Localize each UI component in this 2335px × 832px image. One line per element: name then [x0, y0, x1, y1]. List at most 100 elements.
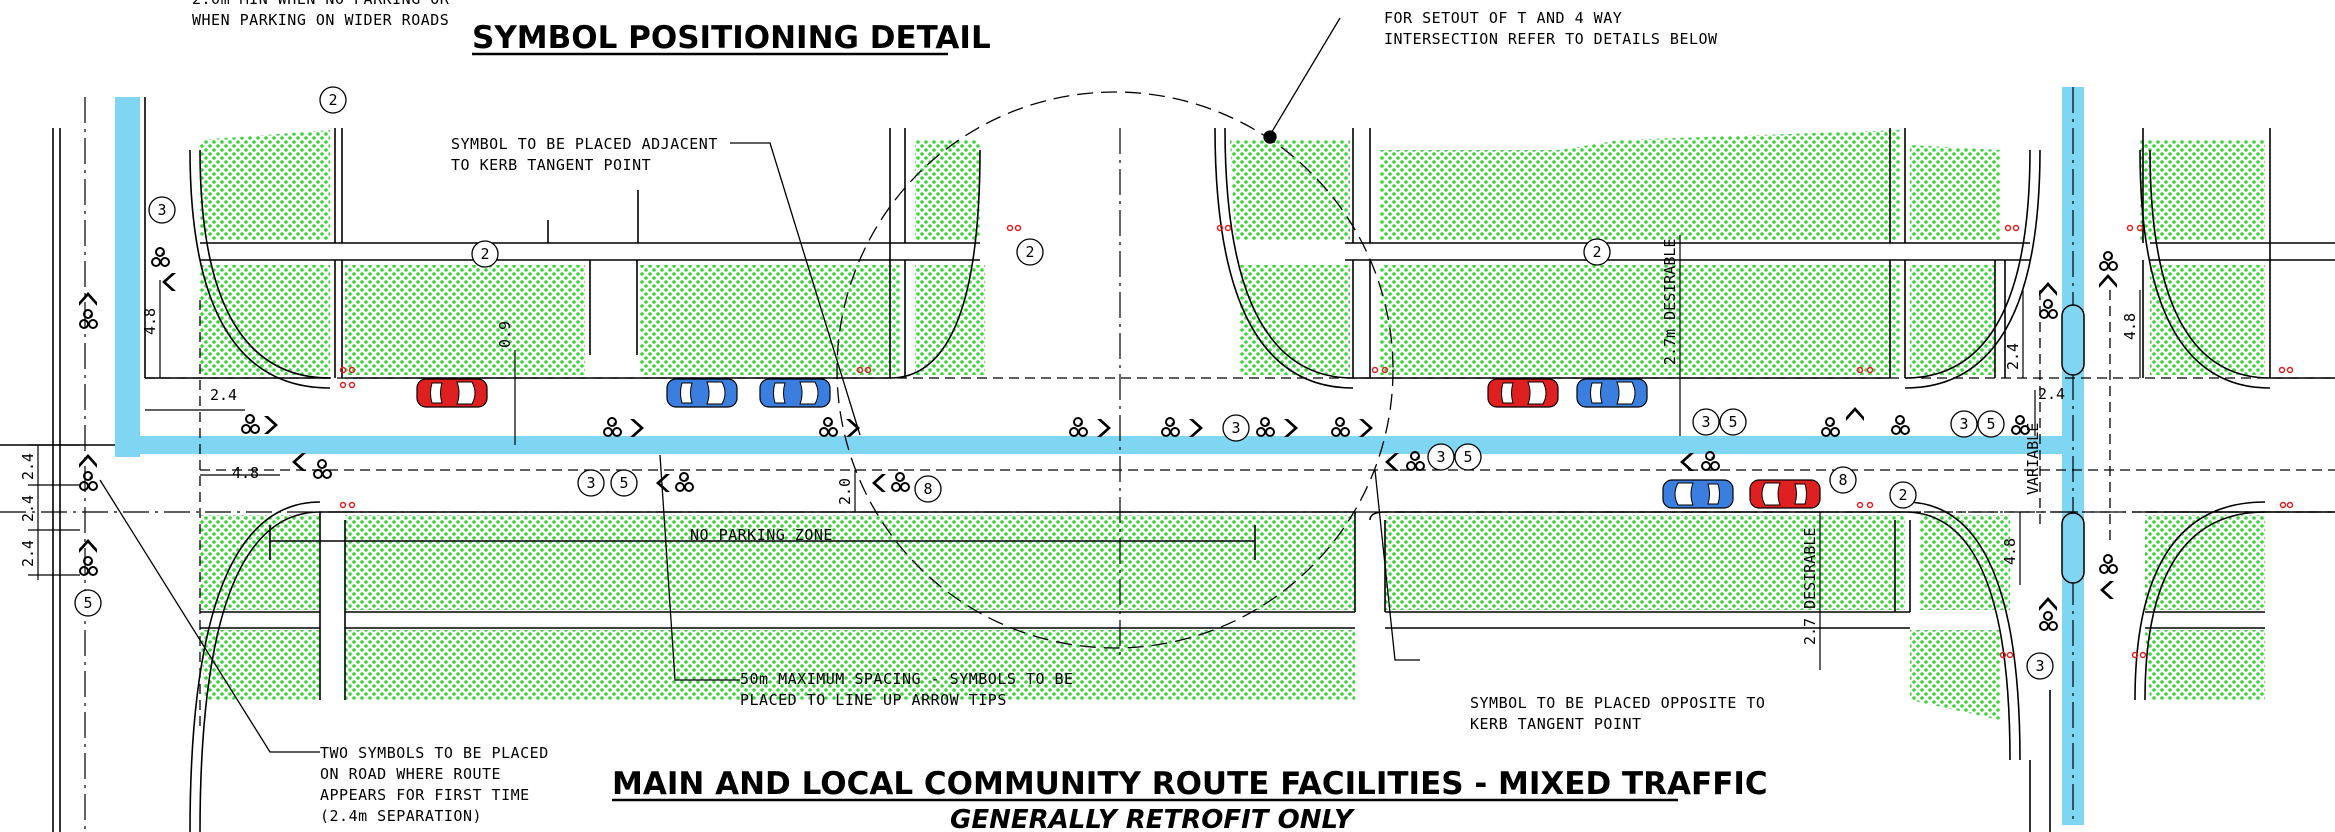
svg-text:3: 3 [586, 474, 595, 492]
reference-circle-icon: 2 [1016, 238, 1044, 266]
no-parking-zone-label: NO PARKING ZONE [690, 526, 833, 544]
reference-circle-icon: 8 [914, 475, 942, 503]
annotation-notes: 2.0m MIN WHEN NO PARKING OR WHEN PARKING… [192, 0, 1765, 825]
top-note-line2: WHEN PARKING ON WIDER ROADS [192, 11, 449, 29]
opposite-note-line1: SYMBOL TO BE PLACED OPPOSITE TO [1470, 694, 1765, 712]
bicycle-symbol-icon [1821, 417, 1840, 437]
reference-circle-icon: 2 [1583, 238, 1611, 266]
svg-text:3: 3 [1231, 419, 1240, 437]
bicycle-symbol-icon [1891, 415, 1910, 435]
chevron-arrow-icon [264, 416, 278, 434]
bicycle-symbol-icon [1406, 451, 1425, 471]
svg-text:2: 2 [1898, 486, 1907, 504]
bicycle-symbol-icon [819, 417, 838, 437]
dimension-2-7m-desirable: 2.7m DESIRABLE [1661, 239, 1679, 365]
car-icon [416, 378, 488, 408]
car-icon [1487, 378, 1559, 408]
bicycle-symbol-icon [1069, 417, 1088, 437]
reference-circle-icon: 3 [1427, 443, 1455, 471]
bicycle-symbol-icon [2039, 299, 2058, 319]
reference-circle-icon: 5 [1977, 410, 2005, 438]
svg-text:3: 3 [157, 201, 166, 219]
svg-text:5: 5 [1728, 413, 1737, 431]
svg-text:3: 3 [2035, 657, 2044, 675]
chevron-arrow-icon [2039, 282, 2057, 296]
setout-note-line1: FOR SETOUT OF T AND 4 WAY [1384, 9, 1622, 27]
reference-circle-icon: 5 [1719, 408, 1747, 436]
car-icon [666, 378, 738, 408]
reference-circle-icon: 3 [1692, 408, 1720, 436]
svg-text:2: 2 [480, 245, 489, 263]
reference-markers: 2 3 2 2 2 3 3 5 3 5 3 5 8 3 5 8 2 5 3 [74, 86, 2054, 680]
svg-text:5: 5 [1986, 415, 1995, 433]
chevron-arrow-icon [162, 273, 176, 291]
bicycle-symbol-icon [675, 472, 694, 492]
kerb-adjacent-note-line1: SYMBOL TO BE PLACED ADJACENT [451, 135, 718, 153]
dimension-variable: VARIABLE [2024, 423, 2042, 495]
dimension-2-4-far-left-2: 2.4 [19, 495, 37, 522]
chevron-arrow-icon [2099, 274, 2117, 288]
chevron-arrow-icon [79, 292, 97, 306]
cycle-lane [115, 87, 2084, 825]
svg-text:3: 3 [1436, 448, 1445, 466]
reference-circle-icon: 3 [1950, 410, 1978, 438]
dimension-2-4-right-top: 2.4 [2004, 343, 2022, 370]
dimension-4-8-right-bottom: 4.8 [2001, 538, 2019, 565]
chevron-arrow-icon [2100, 581, 2114, 599]
chevron-arrow-icon [630, 419, 644, 437]
bicycle-symbol-icon [79, 309, 98, 329]
chevron-arrow-icon [656, 474, 670, 492]
two-symbols-note-line2: ON ROAD WHERE ROUTE [320, 765, 501, 783]
dimension-2-4: 2.4 [210, 386, 237, 404]
svg-text:5: 5 [619, 474, 628, 492]
dimension-lines [28, 235, 2141, 670]
dimension-labels: 4.8 2.4 4.8 0.9 2.0 2.7m DESIRABLE 2.7 D… [19, 239, 2139, 645]
bicycle-symbol-icon [2039, 611, 2058, 631]
reference-circle-icon: 2 [319, 86, 347, 114]
svg-text:5: 5 [1463, 448, 1472, 466]
bicycle-symbol-icon [891, 472, 910, 492]
svg-text:3: 3 [1701, 413, 1710, 431]
reference-circle-icon: 5 [610, 469, 638, 497]
detail-title: SYMBOL POSITIONING DETAIL [472, 20, 991, 56]
titles: SYMBOL POSITIONING DETAIL MAIN AND LOCAL… [472, 20, 1768, 832]
spacing-note-line2: PLACED TO LINE UP ARROW TIPS [740, 691, 1007, 709]
verge-areas [200, 130, 2265, 720]
svg-text:8: 8 [923, 480, 932, 498]
bicycle-symbol-icon [79, 556, 98, 576]
chevron-arrow-icon [1097, 419, 1111, 437]
reference-circle-icon: 3 [148, 196, 176, 224]
dimension-4-8: 4.8 [232, 464, 259, 482]
kerb-adjacent-note-line2: TO KERB TANGENT POINT [451, 156, 651, 174]
dimension-4-8-right-top: 4.8 [2121, 313, 2139, 340]
two-symbols-note-line1: TWO SYMBOLS TO BE PLACED [320, 744, 549, 762]
reference-circle-icon: 5 [74, 589, 102, 617]
chevron-arrow-icon [292, 453, 306, 471]
dimension-4-8-left: 4.8 [141, 308, 159, 335]
dimension-2-4-right: 2.4 [2038, 385, 2065, 403]
reference-circle-icon: 2 [1889, 481, 1917, 509]
bicycle-symbol-icon [1701, 451, 1720, 471]
bicycle-symbol-icon [313, 459, 332, 479]
chevron-arrow-icon [79, 454, 97, 468]
chevron-arrow-icon [1846, 407, 1864, 421]
svg-text:2: 2 [1025, 243, 1034, 261]
car-icon [1749, 479, 1821, 509]
reference-circle-icon: 3 [577, 469, 605, 497]
bicycle-symbol-icon [2099, 554, 2118, 574]
leader-lines [99, 17, 1420, 753]
two-symbols-note-line4: (2.4m SEPARATION) [320, 807, 482, 825]
main-subtitle: GENERALLY RETROFIT ONLY [950, 805, 1356, 832]
chevron-arrow-icon [1680, 453, 1694, 471]
chevron-arrow-icon [1284, 419, 1298, 437]
road-linework [0, 87, 2335, 832]
reference-circle-icon: 3 [2026, 652, 2054, 680]
car-icon [759, 378, 831, 408]
svg-text:2: 2 [328, 91, 337, 109]
bicycle-symbol-icon [1161, 417, 1180, 437]
chevron-arrow-icon [872, 474, 886, 492]
svg-text:8: 8 [1838, 471, 1847, 489]
reference-circle-icon: 5 [1454, 443, 1482, 471]
bicycle-symbol-icon [603, 417, 622, 437]
